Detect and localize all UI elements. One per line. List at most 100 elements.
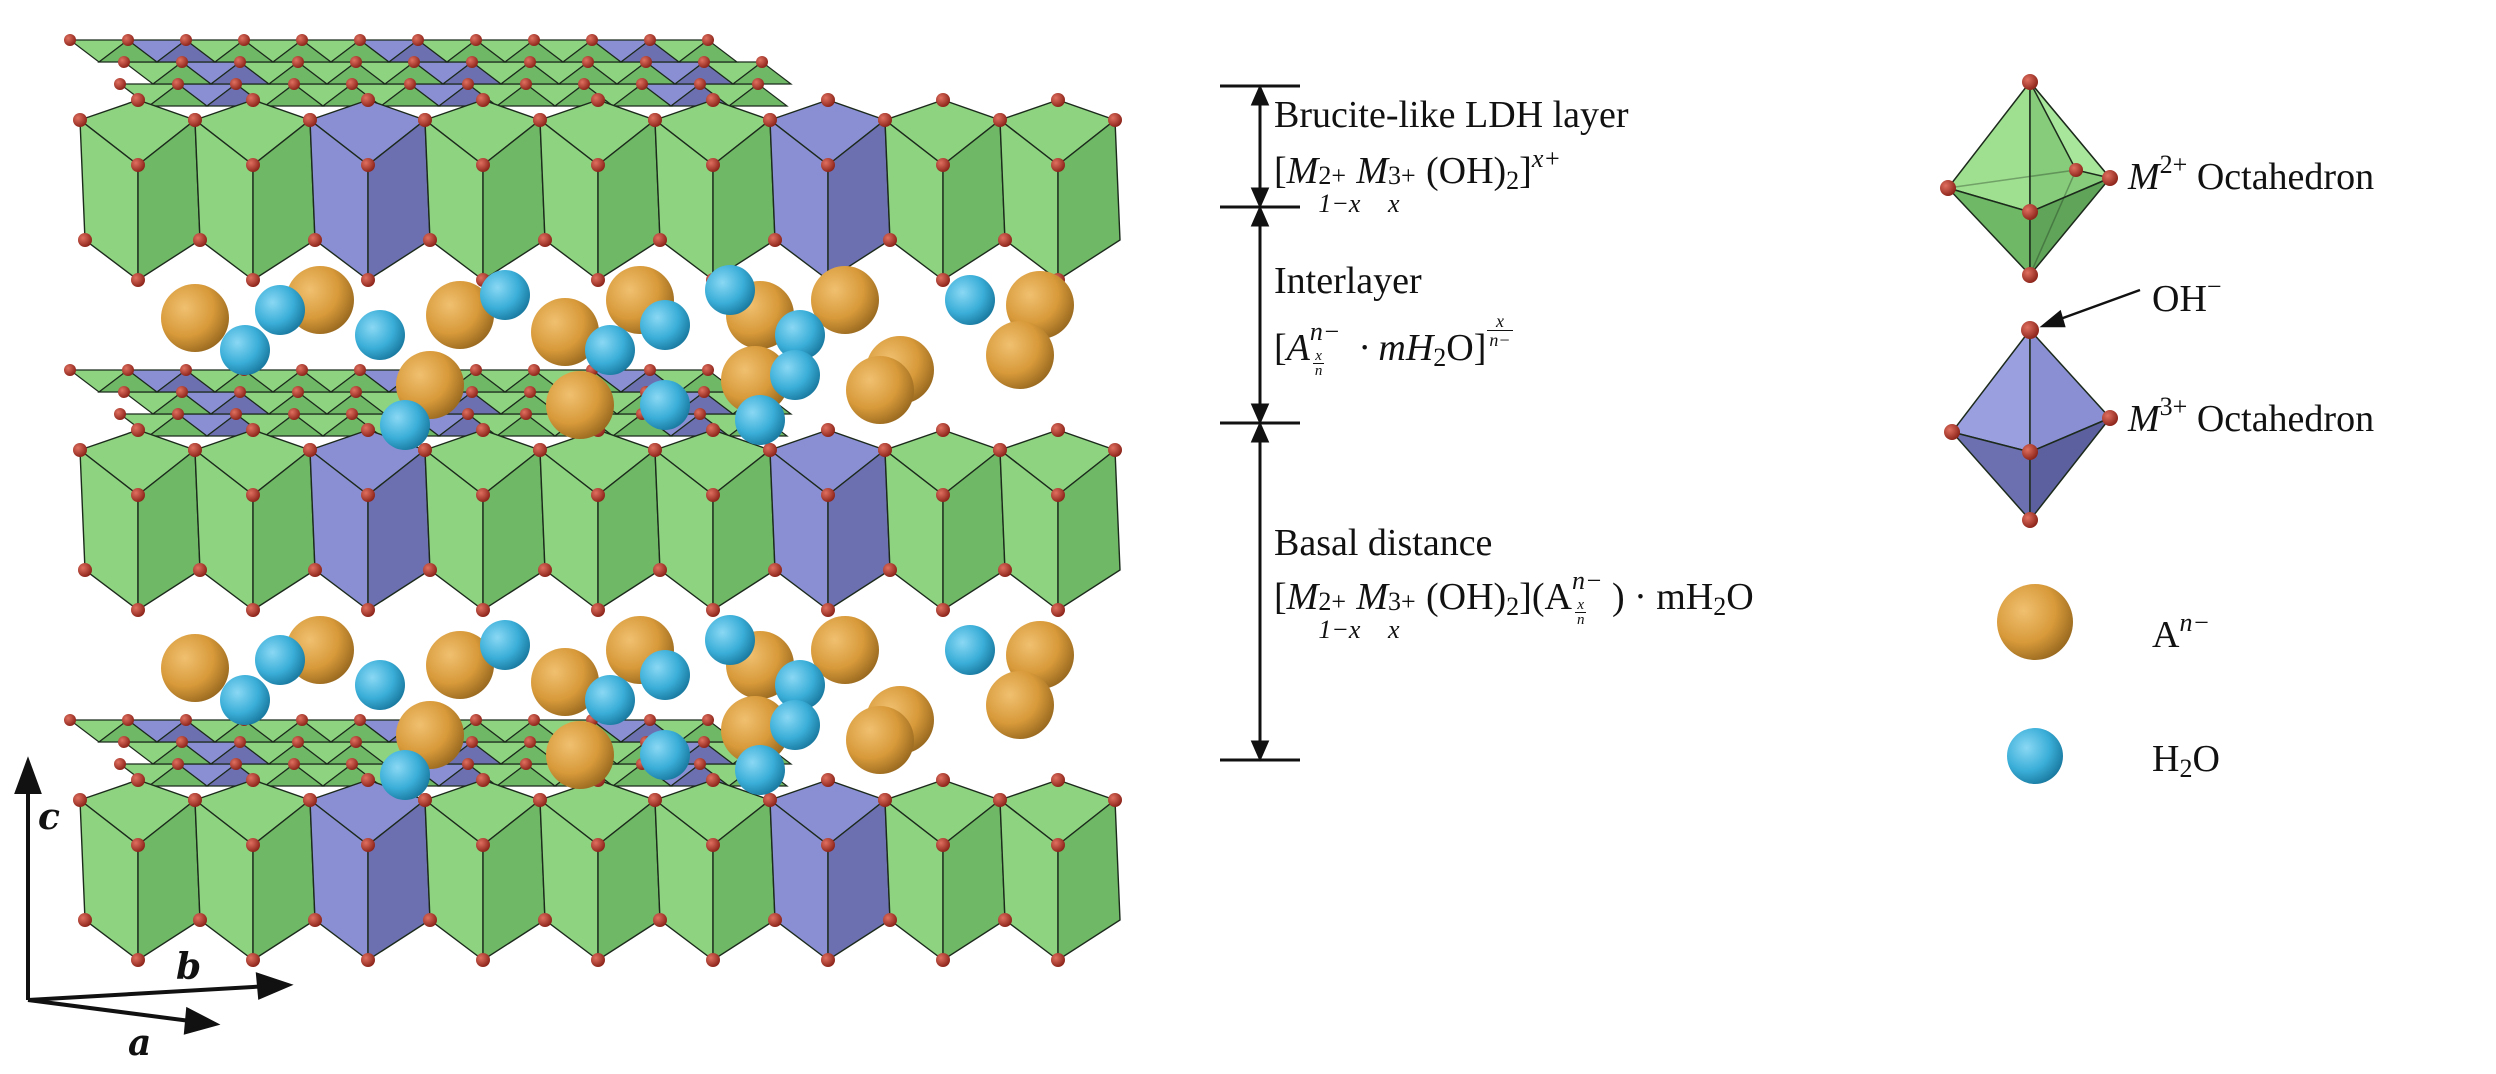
oh-atom [524,736,536,748]
oh-atom [821,158,835,172]
oh-atom [180,714,192,726]
oh-atom [591,488,605,502]
anion-sphere [721,346,789,414]
oh-atom [694,408,706,420]
oh-atom [412,34,424,46]
oh-atom [644,364,656,376]
oh-atom [423,913,437,927]
oh-atom [993,443,1007,457]
oh-atom [640,56,652,68]
anion-sphere [546,721,614,789]
oh-atom [706,603,720,617]
water-sphere [355,660,405,710]
oh-atom [78,233,92,247]
layer-title: Brucite-like LDH layer [1274,94,1629,136]
oh-atom [354,714,366,726]
oh-atom [466,736,478,748]
oh-atom [763,793,777,807]
oh-atom [308,563,322,577]
legend-oh-label: OH− [2152,272,2222,320]
oh-atom [936,273,950,287]
oh-atom [821,488,835,502]
oh-atom [462,408,474,420]
oh-atom [698,386,710,398]
oh-atom [476,423,490,437]
oh-atom [246,158,260,172]
oh-atom [361,603,375,617]
brucite-layer [64,364,1122,617]
oh-atom [763,113,777,127]
oh-atom [821,603,835,617]
anion-sphere [531,298,599,366]
oh-atom [234,386,246,398]
oh-atom [246,488,260,502]
oh-atom [528,364,540,376]
brucite-layer [64,34,1122,287]
oh-atom [238,34,250,46]
oh-atom [476,158,490,172]
oh-atom [462,758,474,770]
basal-title: Basal distance [1274,522,1493,564]
oh-atom [878,793,892,807]
oh-atom [470,714,482,726]
water-sphere [945,625,995,675]
oh-atom [234,56,246,68]
legend-m3-label: M3+ Octahedron [2128,392,2375,440]
water-sphere [585,325,635,375]
oh-atom [466,56,478,68]
legend-anion-sphere [1997,584,2073,660]
oh-atom [404,78,416,90]
oh-atom [706,838,720,852]
oh-atom [591,838,605,852]
oh-atom [520,758,532,770]
oh-atom [408,56,420,68]
oh-atom [466,386,478,398]
water-sphere [770,350,820,400]
oh-atom [176,736,188,748]
oh-atom [246,273,260,287]
oh-atom [533,793,547,807]
oh-atom [1051,423,1065,437]
oh-atom [122,34,134,46]
oh-atom [936,838,950,852]
anion-sphere [986,671,1054,739]
oh-atom [246,953,260,967]
oh-atom [78,563,92,577]
oh-atom [702,714,714,726]
oh-atom [936,603,950,617]
oh-pointer-arrow [2039,288,2141,328]
oh-atom [361,953,375,967]
oh-atom [936,158,950,172]
oh-atom [354,34,366,46]
oh-atom [131,423,145,437]
oh-atom [292,736,304,748]
oh-atom [538,913,552,927]
oh-atom [118,56,130,68]
oh-atom [821,838,835,852]
anion-sphere [426,631,494,699]
anion-sphere [846,356,914,424]
oh-atom [292,56,304,68]
oh-atom [114,408,126,420]
oh-atom [883,913,897,927]
water-sphere [775,310,825,360]
oh-atom [350,56,362,68]
anion-sphere [426,281,494,349]
oh-atom [476,93,490,107]
oh-atom [1051,93,1065,107]
oh-atom [303,443,317,457]
oh-atom [936,953,950,967]
oh-atom [303,113,317,127]
oh-atom [476,838,490,852]
oh-atom [533,113,547,127]
oh-atom [350,386,362,398]
oh-atom [131,158,145,172]
oh-atom [644,714,656,726]
oh-atom [246,773,260,787]
anion-sphere [811,616,879,684]
oh-atom [193,563,207,577]
oh-atom [524,56,536,68]
oh-atom [346,78,358,90]
oh-atom [230,408,242,420]
